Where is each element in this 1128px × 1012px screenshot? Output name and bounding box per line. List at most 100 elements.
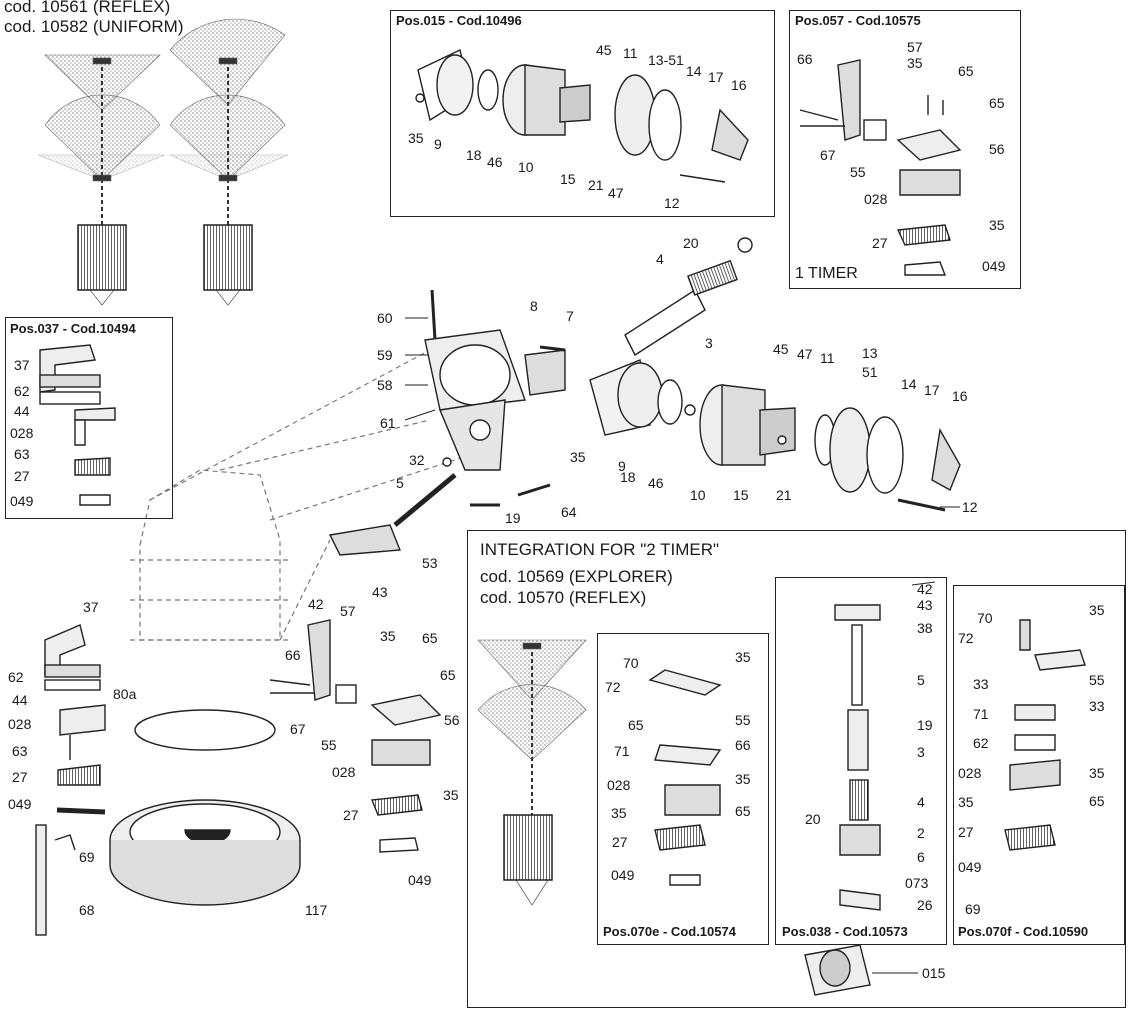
part-label: 67 xyxy=(290,721,306,737)
box-pos057-note: 1 TIMER xyxy=(795,265,858,282)
clamp-bracket-icon xyxy=(799,59,962,276)
box-pos070f xyxy=(953,585,1125,945)
leader-lines xyxy=(404,317,960,974)
part-label: 58 xyxy=(377,377,393,393)
header-line-1: cod. 10561 (REFLEX) xyxy=(4,0,171,16)
part-label: 27 xyxy=(872,235,888,251)
part-label: 33 xyxy=(1089,698,1105,714)
part-label: 46 xyxy=(648,475,664,491)
tube-icon xyxy=(834,604,881,911)
box-pos038-title: Pos.038 - Cod.10573 xyxy=(782,924,908,939)
part-label: 18 xyxy=(466,147,482,163)
part-label: 33 xyxy=(973,676,989,692)
box-pos057-title: Pos.057 - Cod.10575 xyxy=(795,13,921,28)
part-label: 65 xyxy=(1089,793,1105,809)
box-pos037 xyxy=(5,317,173,519)
part-label: 3 xyxy=(705,335,713,351)
part-label: 65 xyxy=(628,717,644,733)
part-label: 028 xyxy=(607,777,631,793)
part-label: 5 xyxy=(917,672,925,688)
part-label: 028 xyxy=(864,191,888,207)
box-pos057 xyxy=(789,10,1021,289)
part-label: 63 xyxy=(14,446,30,462)
part-label: 45 xyxy=(773,341,789,357)
part-label: 46 xyxy=(487,154,503,170)
part-label: 015 xyxy=(922,965,946,981)
part-label: 65 xyxy=(958,63,974,79)
part-label: 18 xyxy=(620,469,636,485)
part-label: 68 xyxy=(79,902,95,918)
part-label: 2 xyxy=(917,825,925,841)
part-label: 66 xyxy=(797,51,813,67)
part-label: 14 xyxy=(901,376,917,392)
clamp-bracket-icon xyxy=(269,619,442,853)
part-label: 35 xyxy=(735,649,751,665)
part-label: 35 xyxy=(443,787,459,803)
part-label: 64 xyxy=(561,504,577,520)
box-pos038 xyxy=(775,577,947,945)
part-label: 028 xyxy=(10,425,34,441)
clamp-bracket-icon xyxy=(1004,619,1086,851)
part-label: 26 xyxy=(917,897,933,913)
part-label: 71 xyxy=(973,706,989,722)
box-pos015-title: Pos.015 - Cod.10496 xyxy=(396,13,522,28)
part-label: 19 xyxy=(505,510,521,526)
part-label: 66 xyxy=(285,647,301,663)
part-label: 049 xyxy=(982,258,1006,274)
part-label: 53 xyxy=(422,555,438,571)
part-label: 35 xyxy=(570,449,586,465)
part-label: 45 xyxy=(596,42,612,58)
part-label: 57 xyxy=(340,603,356,619)
part-label: 7 xyxy=(566,308,574,324)
part-label: 42 xyxy=(308,596,324,612)
integration-line-1: cod. 10569 (EXPLORER) xyxy=(480,567,673,586)
header-line-2: cod. 10582 (UNIFORM) xyxy=(4,17,184,36)
part-label: 43 xyxy=(917,597,933,613)
clamp-bracket-icon xyxy=(35,624,106,936)
spray-pattern-icon xyxy=(169,18,289,306)
part-label: 67 xyxy=(820,147,836,163)
part-label: 10 xyxy=(690,487,706,503)
part-label: 073 xyxy=(905,875,929,891)
part-label: 62 xyxy=(973,735,989,751)
timer-housing-icon xyxy=(328,359,961,556)
part-label: 32 xyxy=(409,452,425,468)
part-label: 049 xyxy=(408,872,432,888)
part-label: 35 xyxy=(989,217,1005,233)
part-label: 14 xyxy=(686,63,702,79)
part-label: 11 xyxy=(820,350,835,366)
part-label: 27 xyxy=(12,769,28,785)
part-label: 6 xyxy=(917,849,925,865)
clamp-bracket-icon xyxy=(39,344,116,506)
part-label: 55 xyxy=(321,737,337,753)
part-label: 35 xyxy=(611,805,627,821)
part-label: 59 xyxy=(377,347,393,363)
part-label: 35 xyxy=(1089,765,1105,781)
part-label: 20 xyxy=(683,235,699,251)
part-label: 4 xyxy=(917,794,925,810)
part-label: 16 xyxy=(952,388,968,404)
part-label: 21 xyxy=(588,177,604,193)
part-label: 12 xyxy=(664,195,680,211)
part-label: 56 xyxy=(989,141,1005,157)
part-label: 27 xyxy=(14,468,30,484)
part-label: 35 xyxy=(958,794,974,810)
part-label: 028 xyxy=(8,716,32,732)
integration-line-2: cod. 10570 (REFLEX) xyxy=(480,588,647,607)
part-label: 028 xyxy=(958,765,982,781)
part-label: 20 xyxy=(805,811,821,827)
part-label: 44 xyxy=(12,692,28,708)
box-integration xyxy=(467,530,1126,1008)
timer-housing-icon xyxy=(415,48,749,183)
part-label: 15 xyxy=(560,171,576,187)
part-label: 71 xyxy=(614,743,630,759)
box-pos070e-title: Pos.070e - Cod.10574 xyxy=(603,924,736,939)
part-label: 35 xyxy=(1089,602,1105,618)
integration-title: INTEGRATION FOR "2 TIMER" xyxy=(480,540,720,559)
part-label: 63 xyxy=(12,743,28,759)
part-label: 65 xyxy=(735,803,751,819)
box-pos037-title: Pos.037 - Cod.10494 xyxy=(10,321,136,336)
clamp-bracket-icon xyxy=(648,669,722,886)
part-label: 55 xyxy=(1089,672,1105,688)
box-pos070e xyxy=(597,633,769,945)
